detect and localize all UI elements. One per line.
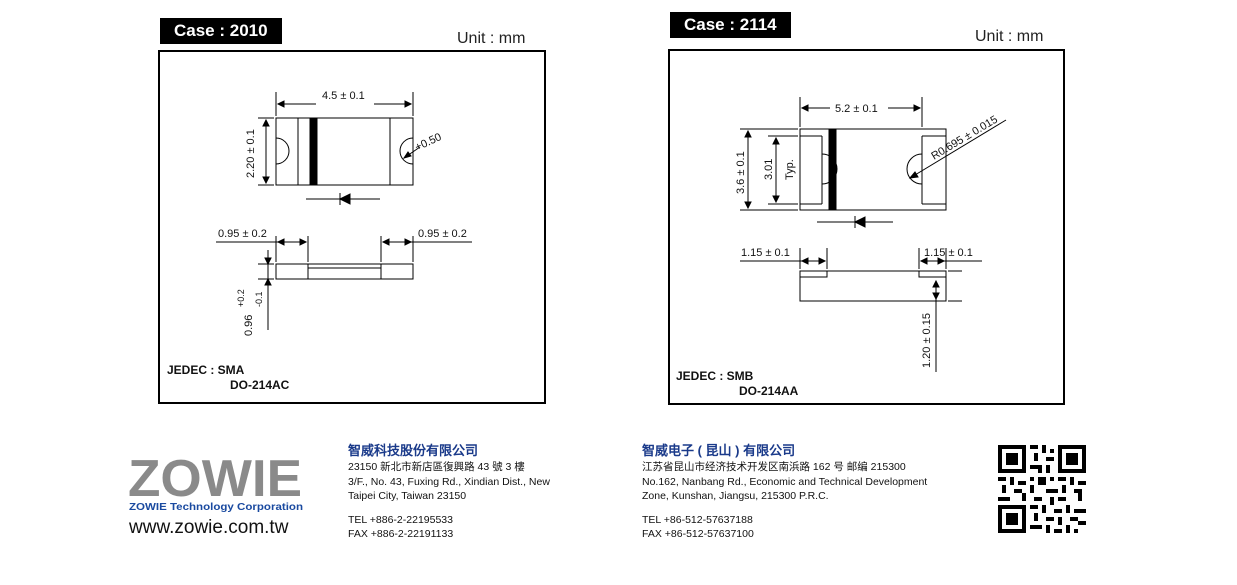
smb-cathode-band: [828, 128, 837, 211]
left-drawing-frame: [158, 50, 546, 404]
case-2114-tag: Case : 2114: [670, 12, 791, 38]
taiwan-address-line3: Taipei City, Taiwan 23150: [348, 490, 467, 502]
kunshan-address-line2: No.162, Nanbang Rd., Economic and Techni…: [642, 475, 928, 488]
right-unit-label: Unit : mm: [975, 28, 1044, 45]
smb-thickness-label: 1.20 ± 0.15: [921, 313, 933, 368]
left-jedec-label: JEDEC : SMA: [167, 363, 245, 377]
smb-notch-right: [906, 153, 923, 185]
smb-inner-height-label: 3.01: [763, 159, 775, 180]
left-jedec-block: JEDEC : SMA DO-214AC: [167, 363, 289, 393]
smb-radius-label: R0.695 ± 0.015: [929, 114, 1000, 163]
right-drawing-frame: [668, 49, 1065, 405]
sma-notch-right: [399, 137, 414, 165]
smb-length-label: 5.2 ± 0.1: [835, 103, 878, 115]
sma-notch-left: [275, 137, 290, 165]
smb-height-label: 3.6 ± 0.1: [735, 151, 747, 194]
smb-typ-label: Typ.: [784, 159, 796, 180]
svg-text:ZOWIE Technology Corporation: ZOWIE Technology Corporation: [129, 501, 303, 513]
right-jedec-label: JEDEC : SMB: [676, 369, 754, 383]
left-unit-label: Unit : mm: [457, 30, 526, 47]
sma-length-label: 4.5 ± 0.1: [322, 90, 365, 102]
kunshan-tel: TEL +86-512-57637188: [642, 513, 753, 526]
taiwan-company-name: 智威科技股份有限公司: [348, 443, 479, 458]
sma-pad-right-label: 0.95 ± 0.2: [418, 228, 467, 240]
smb-body-top: [799, 128, 947, 211]
taiwan-address-line1: 23150 新北市新店區復興路 43 號 3 樓: [348, 461, 525, 473]
taiwan-fax: FAX +886-2-22191133: [348, 528, 454, 540]
taiwan-office: 智威科技股份有限公司 23150 新北市新店區復興路 43 號 3 樓 3/F.…: [348, 442, 550, 542]
sma-tol-plus-label: +0.2: [236, 289, 246, 307]
svg-text:ZOWIE: ZOWIE: [128, 452, 302, 508]
sma-pad-left-label: 0.95 ± 0.2: [218, 228, 267, 240]
kunshan-fax: FAX +86-512-57637100: [642, 528, 754, 540]
right-jedec-block: JEDEC : SMB DO-214AA: [676, 369, 798, 399]
sma-tol-minus-label: -0.1: [254, 291, 264, 307]
company-url[interactable]: www.zowie.com.tw: [129, 517, 289, 538]
qr-code[interactable]: [998, 445, 1086, 533]
kunshan-office: 智威电子 ( 昆山 ) 有限公司 江苏省昆山市经济技术开发区南浜路 162 号 …: [642, 442, 927, 542]
taiwan-address-line2: 3/F., No. 43, Fuxing Rd., Xindian Dist.,…: [348, 475, 550, 488]
kunshan-company-name: 智威电子 ( 昆山 ) 有限公司: [642, 443, 796, 458]
zowie-logo: ZOWIE ZOWIE Technology Corporation: [128, 452, 303, 513]
smb-side-body: [799, 270, 947, 302]
taiwan-tel: TEL +886-2-22195533: [348, 513, 453, 526]
sma-height-label: 2.20 ± 0.1: [245, 129, 257, 178]
kunshan-address-line1: 江苏省昆山市经济技术开发区南浜路 162 号 邮编 215300: [642, 461, 906, 473]
sma-cathode-band: [309, 117, 318, 186]
smb-pad-right-label: 1.15 ± 0.1: [924, 247, 973, 259]
sma-thickness-label: 0.96: [243, 315, 255, 336]
smb-pad-left-label: 1.15 ± 0.1: [741, 247, 790, 259]
kunshan-address-line3: Zone, Kunshan, Jiangsu, 215300 P.R.C.: [642, 490, 829, 502]
left-jedec-package: DO-214AC: [230, 378, 290, 392]
case-2010-tag: Case : 2010: [160, 18, 282, 44]
smb-notch-left: [821, 153, 838, 185]
right-jedec-package: DO-214AA: [739, 384, 799, 398]
